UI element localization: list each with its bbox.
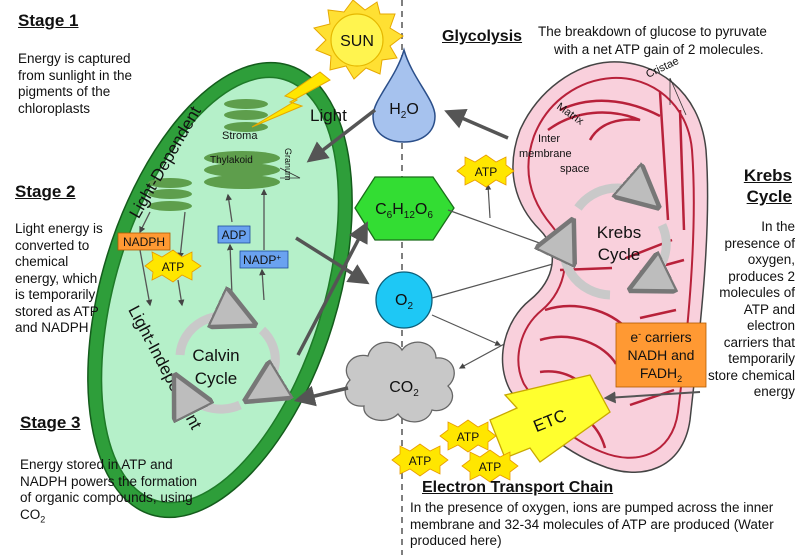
stage2-title: Stage 2 [15,182,76,201]
krebs-cycle-ring [564,188,667,300]
nadp-label: NADP+ [243,253,281,267]
atp-label-glycolysis: ATP [475,165,497,179]
mitochondrion: Krebs Cycle Cristae Matrix Inter membran… [456,55,709,473]
krebs-desc-line: energy [753,384,795,399]
granum-label: Granum [283,148,293,181]
krebs-desc-line: In the [761,219,795,234]
nadph-label: NADPH [123,235,165,249]
cycle-arrows [293,108,509,407]
glycolysis-title: Glycolysis [442,28,523,45]
etc-section-text: In the presence of oxygen, ions are pump… [410,500,774,548]
thylakoid-label: Thylakoid [210,155,253,166]
h2o-drop: H2O [372,47,436,143]
nadp-box [239,250,289,269]
light-label: Light [310,106,347,125]
atp-label-etc-3: ATP [479,460,501,474]
o2-label: O2 [395,292,413,312]
krebs-inner-label-2: Cycle [598,245,641,264]
glycolysis-line-1: The breakdown of glucose to pyruvate [538,24,767,39]
krebs-title-line-1: Krebs [743,166,792,185]
carriers-line-3: FADH2 [640,365,682,384]
carriers-line-1: e- carriers [630,329,691,345]
intermembrane-label-3: space [560,163,589,175]
atp-label-etc-1: ATP [457,430,479,444]
granum-top [224,99,268,132]
glycolysis-line-2: with a net ATP gain of 2 molecules. [554,42,764,57]
atp-star-glycolysis [456,154,515,188]
co2-label: CO2 [389,379,419,399]
atp-star-etc-1 [439,419,497,453]
sun-label: SUN [340,33,374,50]
krebs-title: Krebs Cycle [712,165,792,207]
krebs-desc-line: oxygen, [747,252,795,267]
atp-stars-etc [391,419,519,483]
sun-core [330,13,384,67]
krebs-desc-line: carriers that [723,334,795,350]
atp-star-etc-2 [391,443,449,477]
glucose-label: C6H12O6 [375,201,433,221]
stage3-text: Energy stored in ATP and NADPH powers th… [20,457,198,525]
electron-carriers-box [615,322,707,388]
krebs-desc-line: presence of [724,235,795,251]
krebs-inner-label-1: Krebs [597,223,641,242]
krebs-desc-line: electron [746,318,795,333]
stage3-title: Stage 3 [20,413,81,432]
atp-label-etc-2: ATP [409,454,431,468]
lightning-bolt [251,71,331,128]
atp-label-chloroplast: ATP [162,260,184,274]
stage2-text: Light energy is converted to chemical en… [15,221,103,335]
stage1-text: Energy is captured from sunlight in the … [18,51,133,116]
krebs-description: In the presence of oxygen, produces 2 mo… [690,219,795,401]
krebs-title-line-2: Cycle [746,187,792,206]
o2-circle: O2 [375,271,433,329]
calvin-label-1: Calvin [192,346,239,365]
calvin-label-2: Cycle [195,369,238,388]
intermembrane-label-2: membrane [519,148,572,160]
adp-label: ADP [222,228,247,242]
nadph-box [117,232,171,251]
adp-box [217,225,251,244]
calvin-cycle-ring [180,316,275,409]
stroma-label: Stroma [222,130,258,142]
granum-left [148,178,192,211]
atp-star-etc-3 [461,449,519,483]
carriers-line-2: NADH and [628,347,695,363]
glucose-hexagon: C6H12O6 [354,176,455,241]
krebs-desc-line: store chemical [707,367,795,383]
intermembrane-label-1: Inter [538,133,560,145]
stage1-title: Stage 1 [18,11,79,30]
atp-star-chloroplast [144,249,202,283]
h2o-label: H2O [389,101,419,121]
etc-section-title: Electron Transport Chain [422,479,614,496]
krebs-desc-line: ATP and [743,301,795,317]
krebs-desc-line: temporarily [728,351,795,366]
krebs-desc-line: molecules of [719,285,795,300]
sun: SUN [251,0,404,128]
krebs-desc-line: produces 2 [728,268,795,284]
co2-cloud: CO2 [344,341,455,423]
etc-arrow: ETC [489,374,611,463]
granum-center [204,151,280,189]
